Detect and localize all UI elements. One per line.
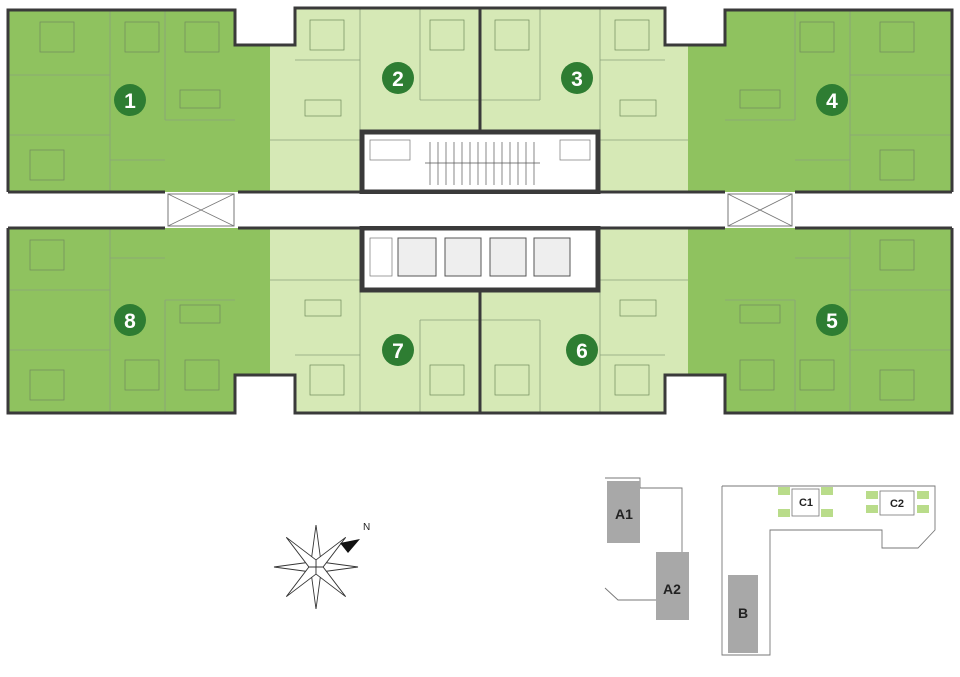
compass-rose-icon: [273, 524, 360, 610]
svg-text:1: 1: [124, 90, 136, 113]
void-shafts: [167, 193, 793, 227]
unit-markers: 1 2 3 4 5 6 7 8: [114, 62, 848, 366]
svg-text:5: 5: [826, 310, 838, 333]
building-a1: [607, 481, 640, 543]
unit-2-area[interactable]: [270, 8, 480, 192]
building-b: [728, 575, 758, 653]
unit-marker-4[interactable]: 4: [816, 84, 848, 116]
north-label: N: [363, 522, 370, 533]
corridor: [235, 194, 725, 226]
svg-text:B: B: [738, 605, 748, 621]
unit-marker-8[interactable]: 8: [114, 304, 146, 336]
unit-marker-5[interactable]: 5: [816, 304, 848, 336]
stair-treads: [425, 142, 540, 185]
svg-text:3: 3: [571, 68, 583, 91]
svg-text:8: 8: [124, 310, 136, 333]
unit-marker-3[interactable]: 3: [561, 62, 593, 94]
unit-3-area[interactable]: [480, 8, 688, 192]
unit-marker-1[interactable]: 1: [114, 84, 146, 116]
unit-7-area[interactable]: [270, 228, 480, 413]
svg-text:6: 6: [576, 340, 588, 363]
site-bc-outline: [721, 485, 936, 656]
svg-text:A2: A2: [663, 581, 681, 597]
unit-marker-2[interactable]: 2: [382, 62, 414, 94]
interior-partitions: [8, 8, 952, 413]
north-arrow-icon: [340, 539, 360, 553]
unit-6-area[interactable]: [480, 228, 688, 413]
lift-cars: [397, 237, 571, 277]
building-c2: C2: [866, 490, 929, 516]
walls: [6, 6, 954, 415]
building-a2: [656, 552, 689, 620]
unit-marker-7[interactable]: 7: [382, 334, 414, 366]
svg-text:C2: C2: [890, 498, 904, 510]
service-core: [359, 129, 601, 293]
svg-text:2: 2: [392, 68, 404, 91]
svg-text:4: 4: [826, 90, 838, 113]
svg-text:A1: A1: [615, 506, 633, 522]
furniture: [29, 19, 915, 401]
site-plan: A1 A2 B C1 C2: [604, 477, 936, 656]
svg-text:7: 7: [392, 340, 404, 363]
svg-text:C1: C1: [799, 497, 813, 509]
building-c1: C1: [778, 487, 833, 517]
unit-marker-6[interactable]: 6: [566, 334, 598, 366]
